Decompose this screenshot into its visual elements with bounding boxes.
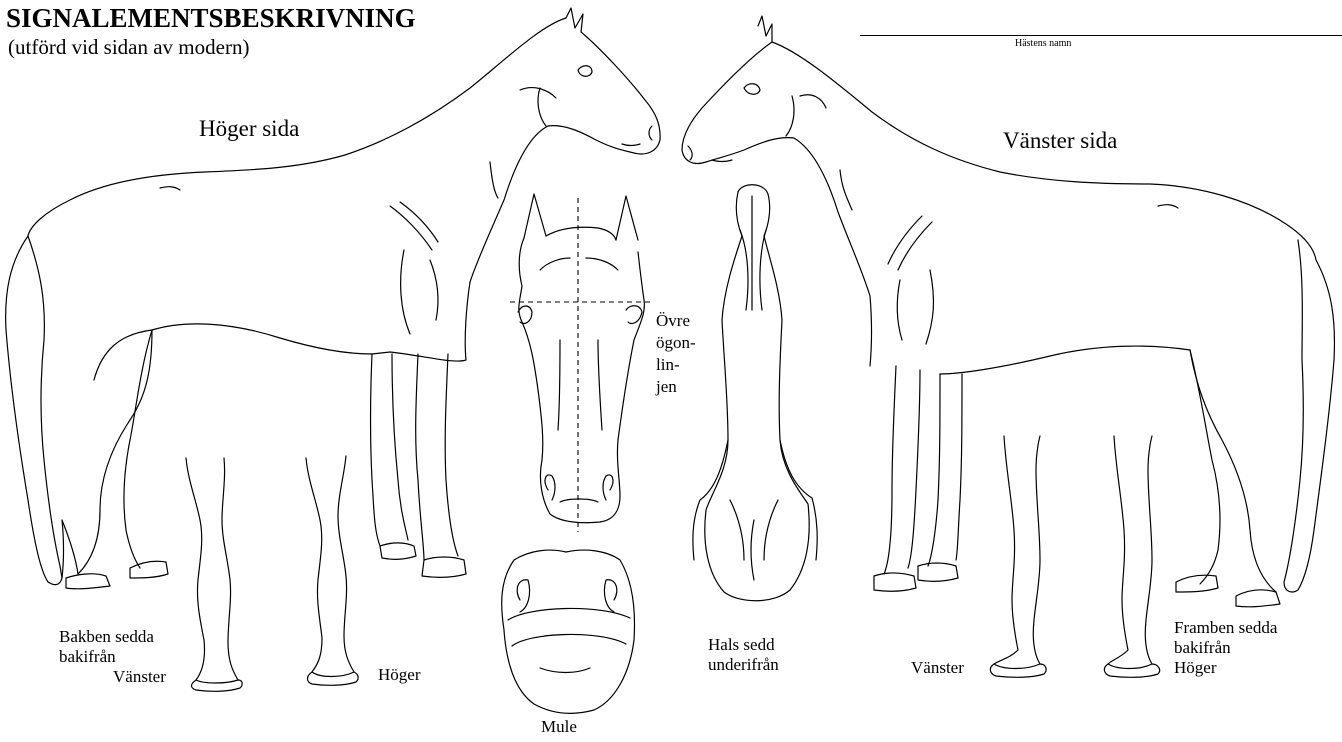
hind-leg-left-view[interactable] — [186, 458, 242, 691]
left-side-horse[interactable] — [682, 16, 1334, 607]
muzzle-view[interactable] — [502, 550, 635, 713]
hind-leg-right-view[interactable] — [306, 456, 358, 685]
front-head-view[interactable] — [510, 194, 650, 532]
front-leg-left-view[interactable] — [990, 436, 1046, 677]
front-leg-right-view[interactable] — [1104, 436, 1159, 677]
neck-view[interactable] — [693, 185, 817, 601]
